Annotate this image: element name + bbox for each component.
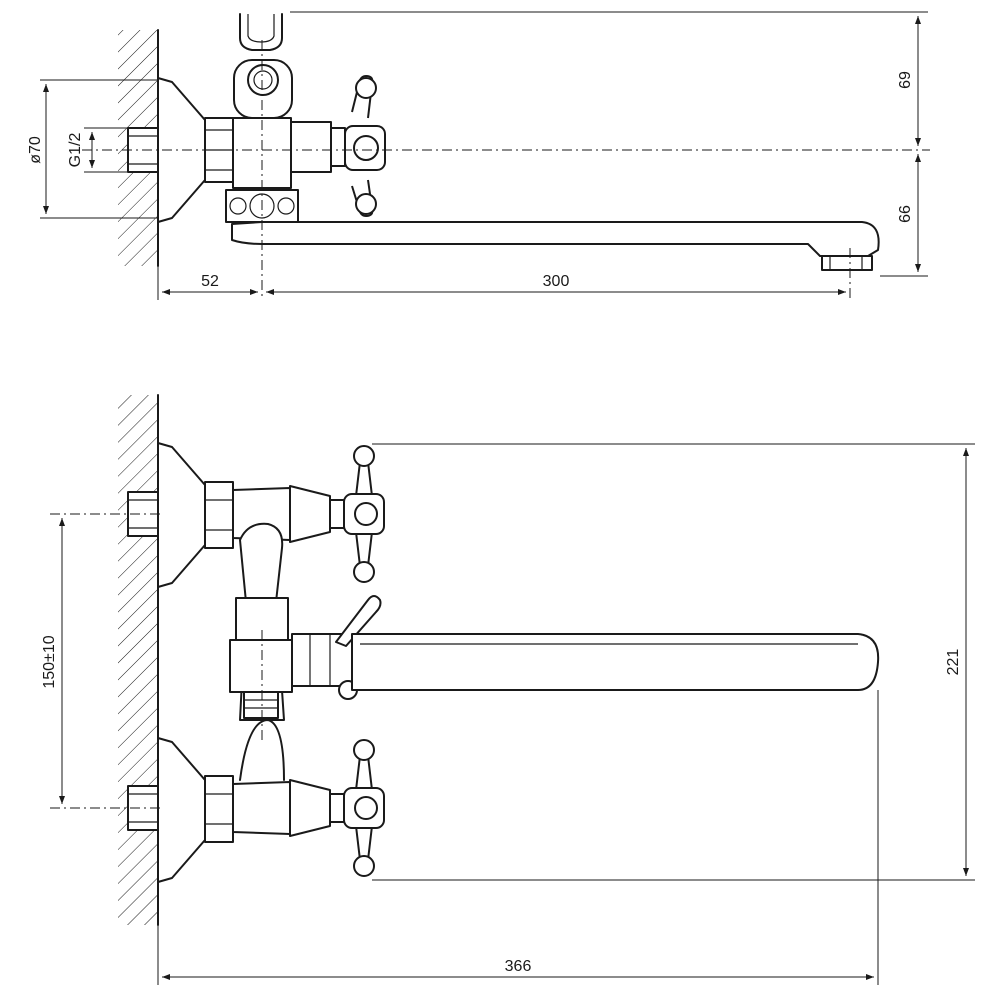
dim-wall-offset-label: 52 [201,273,219,290]
dim-heights-69-66: 69 66 [290,11,928,277]
cross-handle-lower [343,739,385,877]
spout-top [231,221,880,271]
dim-total-height: 221 [372,443,975,881]
cross-handle-top [344,75,386,217]
dim-thread-label: G1/2 [67,133,84,168]
cross-handle-upper [343,445,385,583]
dim-inlet-spacing: 150±10 [41,518,65,804]
inlet-upper [127,442,345,588]
dim-spout-length-label: 300 [543,273,570,290]
top-view: ø70 G1/2 52 300 69 66 [27,11,930,300]
front-view: 150±10 221 366 [41,394,975,985]
dim-total-length: 366 [157,690,879,985]
dim-total-height-label: 221 [945,649,962,676]
dim-total-length-label: 366 [505,958,532,975]
shower-holder-top [233,13,293,119]
dim-thread-g12: G1/2 [67,127,128,173]
wall-section-front [118,394,159,926]
dim-wall-offset-52: 52 [157,266,258,300]
dim-diameter-70: ø70 [27,79,158,219]
dim-diameter-label: ø70 [27,136,44,164]
dim-inlet-spacing-label: 150±10 [41,635,58,688]
mixer-body-top [225,117,346,223]
inlet-lower [127,719,345,883]
spout-front [351,633,880,691]
dim-spout-length-300: 300 [266,273,846,295]
diverter-lever [335,595,382,700]
dim-height-above-label: 69 [897,71,914,89]
diverter-body [229,597,353,719]
dim-height-below-label: 66 [897,205,914,223]
